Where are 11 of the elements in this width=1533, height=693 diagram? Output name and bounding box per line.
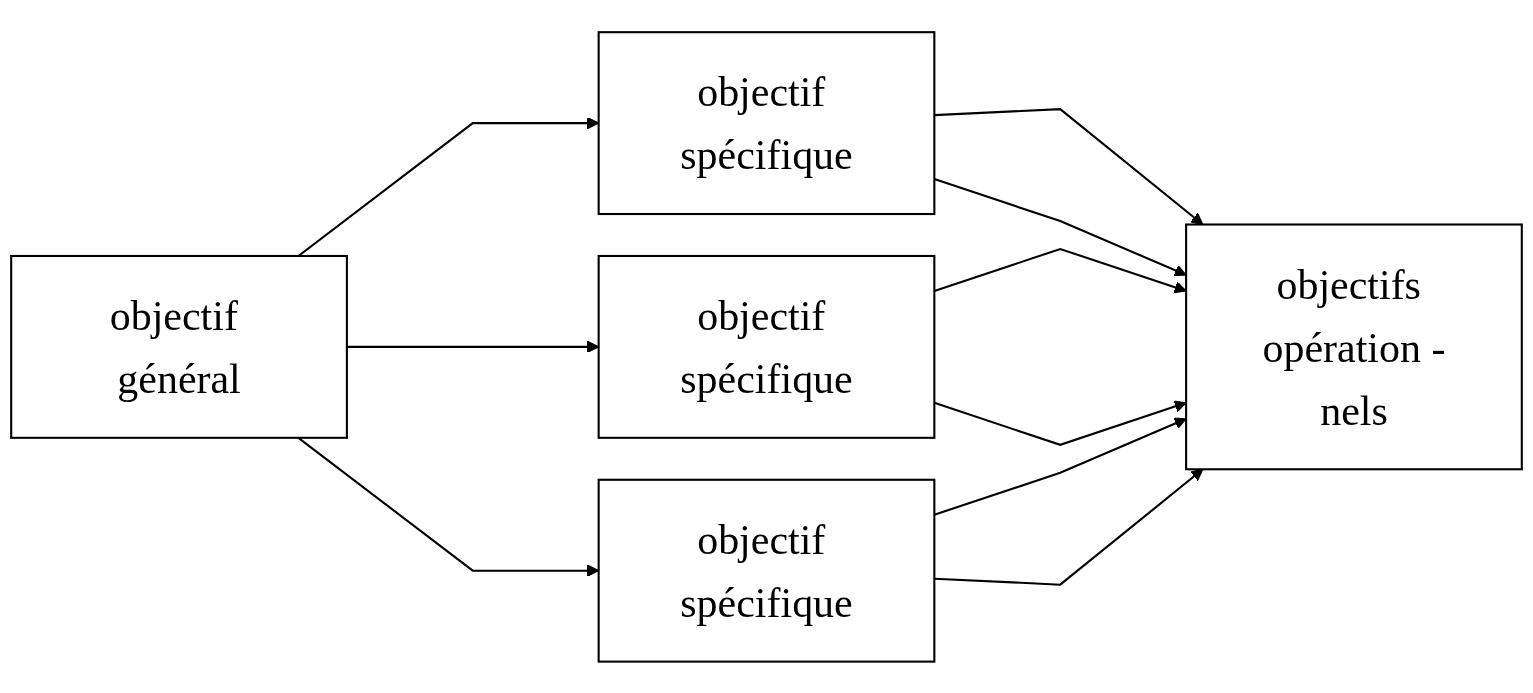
- arrow: [934, 400, 1187, 446]
- arrow: [934, 107, 1204, 225]
- node-box: objectif spécifique: [597, 30, 936, 215]
- arrow: [934, 417, 1187, 516]
- node-box: objectif spécifique: [597, 478, 936, 663]
- arrow: [934, 468, 1204, 586]
- node-box: objectifs opération -nels: [1185, 223, 1523, 470]
- node-box: objectif spécifique: [597, 254, 936, 439]
- arrow: [934, 247, 1187, 293]
- node-box: objectif général: [10, 254, 348, 439]
- arrow: [934, 177, 1187, 276]
